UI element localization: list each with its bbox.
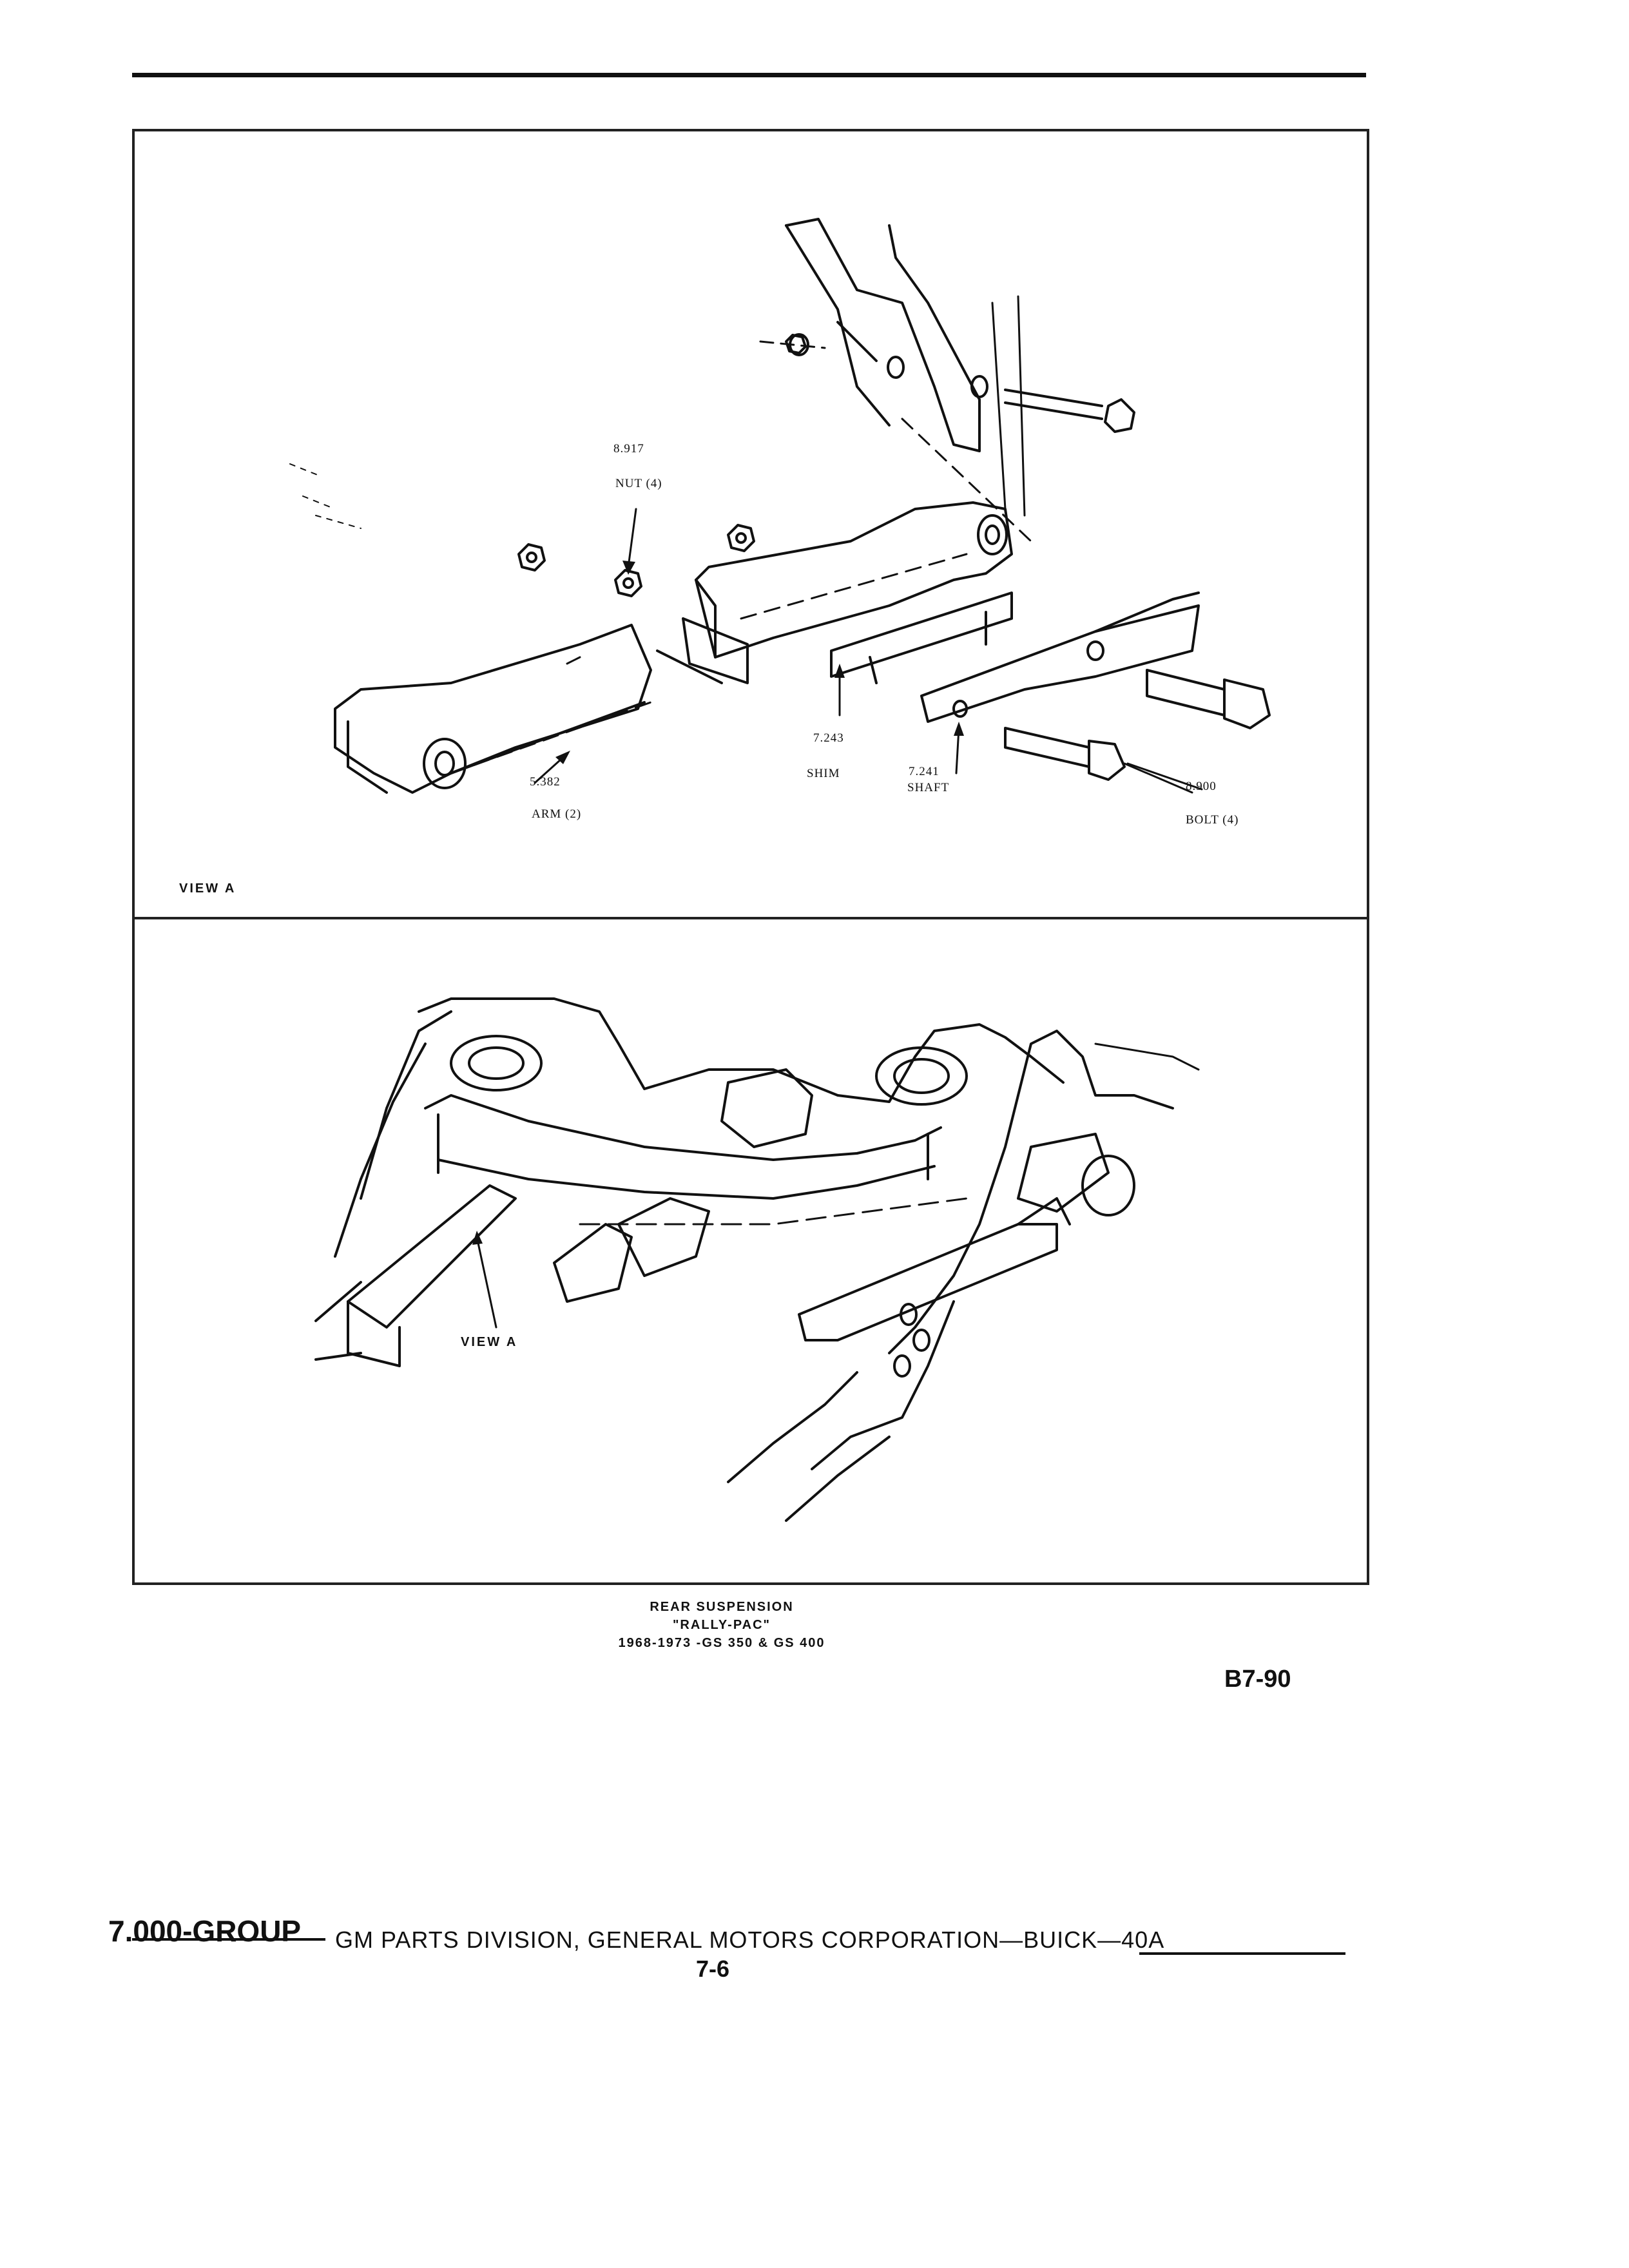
footer-rule-right [1139, 1952, 1345, 1955]
bolt-part-name: BOLT (4) [1186, 813, 1239, 827]
bolts-drawing [1004, 669, 1271, 794]
nut-part-number: 8.917 [613, 442, 644, 456]
panel-divider [132, 917, 1369, 919]
arm-part-number: 5.382 [530, 775, 561, 789]
shim-part-number: 7.243 [813, 731, 844, 745]
leader-view-a-bottom [476, 1236, 497, 1329]
view-a-label-top: VIEW A [179, 881, 236, 896]
rear-suspension-assembly-drawing [314, 997, 1200, 1522]
caption-title: REAR SUSPENSION [650, 1600, 794, 1614]
footer-publisher: GM PARTS DIVISION, GENERAL MOTORS CORPOR… [335, 1927, 1165, 1953]
leader-lines-top [534, 508, 1203, 791]
bolt-part-number: 8.900 [1186, 780, 1217, 793]
shim-shaft-drawing [830, 591, 1200, 723]
shaft-part-name: SHAFT [907, 781, 950, 794]
arm-left-drawing [334, 624, 652, 794]
figure-number: B7-90 [1224, 1666, 1291, 1693]
footer-page-number: 7-6 [696, 1956, 730, 1982]
footer-group-label: 7.000-GROUP [108, 1914, 302, 1948]
view-a-label-bottom: VIEW A [461, 1335, 518, 1349]
top-rule [132, 73, 1366, 77]
footer-rule-left [132, 1938, 325, 1941]
nuts-drawing [289, 334, 807, 597]
caption-years-models: 1968-1973 -GS 350 & GS 400 [618, 1636, 825, 1650]
arm-part-name: ARM (2) [532, 807, 582, 821]
nut-part-name: NUT (4) [615, 477, 662, 490]
caption-subtitle: "RALLY-PAC" [672, 1618, 771, 1632]
diagram-frame [132, 129, 1369, 1585]
frame-bracket-drawing [759, 218, 1135, 543]
arrow-heads [472, 561, 964, 1245]
arm-right-drawing [656, 501, 1013, 684]
shim-part-name: SHIM [807, 767, 840, 780]
shaft-part-number: 7.241 [909, 765, 940, 778]
